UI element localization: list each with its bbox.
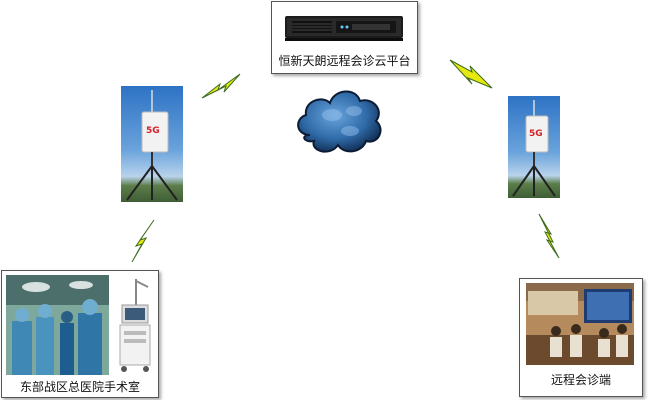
medical-cart-photo: [112, 277, 154, 375]
operating-room-photo: [6, 275, 109, 375]
lightning-icon: [448, 56, 494, 92]
remote-box: 远程会诊端: [519, 278, 643, 397]
hospital-label: 东部战区总医院手术室: [19, 380, 140, 394]
5g-badge-right: 5G: [529, 129, 543, 139]
cloud-platform-box: 恒新天朗远程会诊云平台: [271, 1, 418, 74]
5g-badge-left: 5G: [146, 126, 160, 136]
remote-label: 远程会诊端: [550, 373, 611, 387]
hospital-box: 东部战区总医院手术室: [1, 270, 159, 398]
lightning-icon: [128, 218, 158, 264]
server-icon: [284, 12, 404, 44]
lightning-icon: [535, 212, 563, 260]
cloud-platform-label: 恒新天朗远程会诊云平台: [278, 54, 411, 68]
cloud-icon: [292, 85, 387, 165]
5g-tower-right: 5G: [508, 96, 560, 198]
meeting-room-photo: [526, 283, 634, 365]
5g-tower-left: 5G: [121, 86, 183, 202]
lightning-icon: [200, 70, 242, 102]
